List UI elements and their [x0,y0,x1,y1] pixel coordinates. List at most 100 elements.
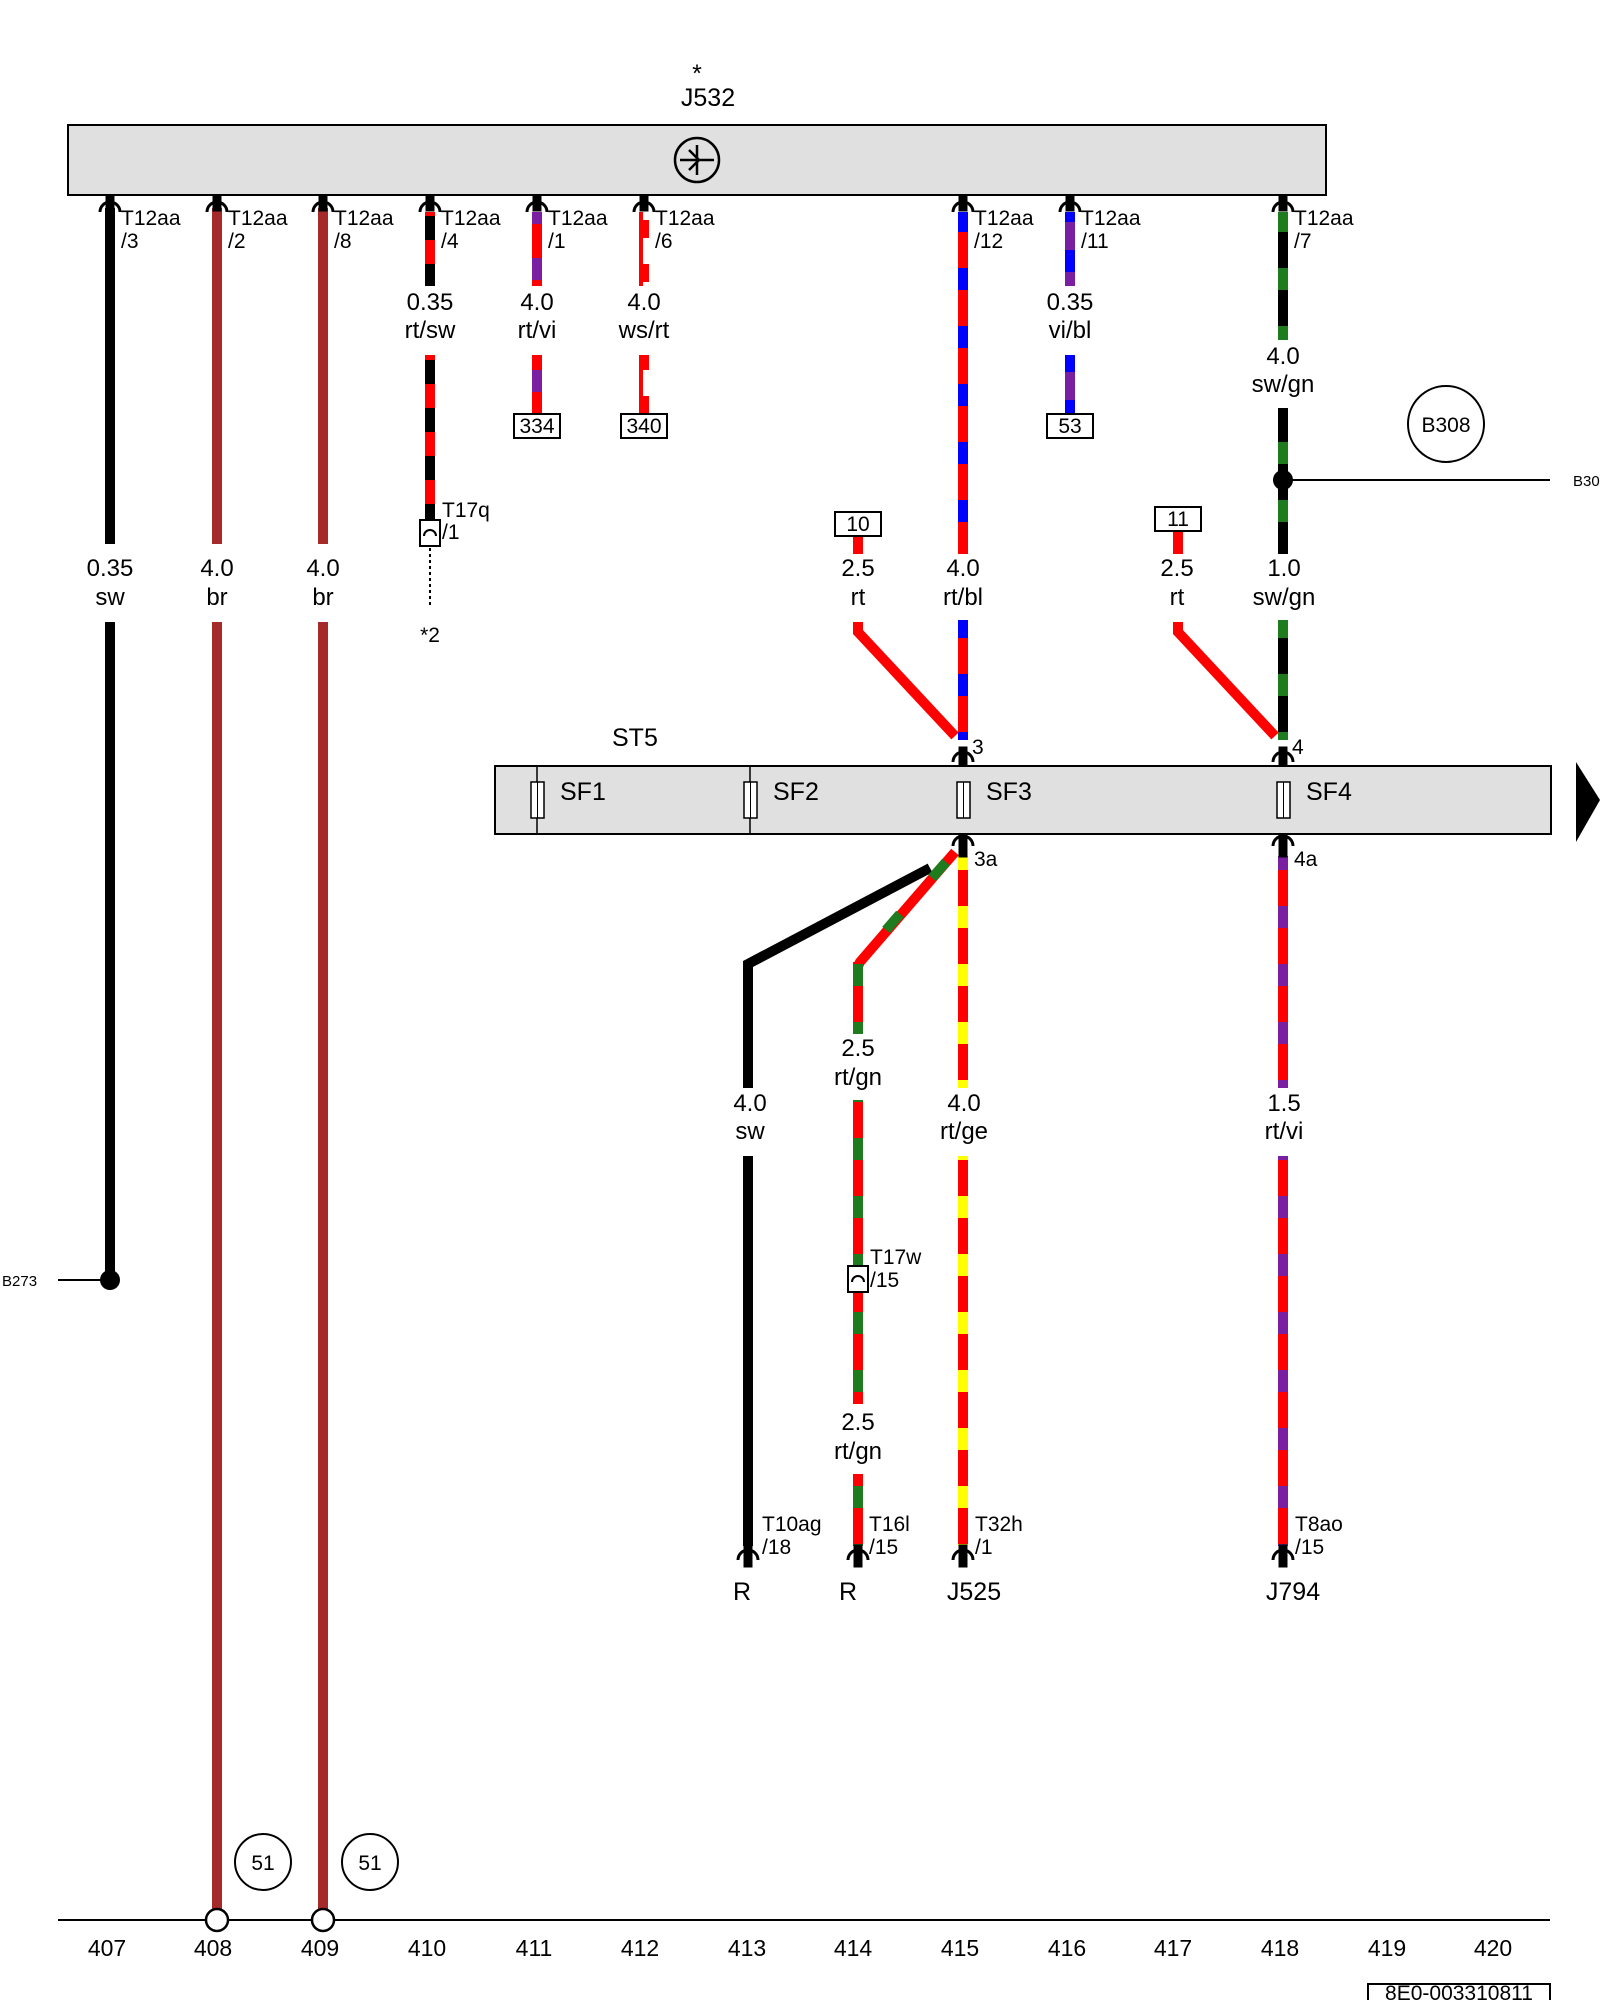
connector-pin: /1 [548,230,566,253]
wire-rt-gn-414-diagonal-stripe [928,858,950,882]
wire-rt-gn-414-b[interactable] [853,1100,863,1404]
wire-color: rt/ge [940,1118,988,1145]
wire-size: 4.0 [627,289,660,316]
pin-symbols-top [98,194,1295,1568]
continuation-arrow-icon [1576,762,1600,842]
t17w-pin: /15 [870,1269,899,1292]
connector-label: T12aa [334,207,394,230]
doc-id-box [1367,1983,1551,2000]
inline-connector-icon [847,1265,869,1293]
pin-icon [418,194,442,213]
wire-vi-bl-416-b[interactable] [1065,355,1075,415]
bottom-connector-t16l[interactable]: T16l /15 R [839,1513,910,1606]
connector-label: T12aa [548,207,608,230]
ref-box-334[interactable]: 334 [513,413,561,439]
wire-rt-ref10-stub[interactable] [853,534,863,554]
t17q-pin: /1 [442,521,460,544]
wire-color: rt [851,584,866,611]
inline-connector-t17w[interactable]: T17w /15 [847,1246,922,1293]
wire-rt-sw-410-b[interactable] [425,355,435,519]
ref-box-label: 334 [519,415,554,438]
wire-rt-bl-415-b[interactable] [958,620,968,740]
wire-rt-vi-411-a[interactable] [532,212,542,286]
b273-label: B273 [2,1273,37,1290]
fuse-sf3[interactable]: SF3 [956,778,1032,819]
wire-size: 0.35 [1047,289,1094,316]
wire-rt-ref11-stub[interactable] [1173,530,1183,554]
ref-box-label: 53 [1058,415,1081,438]
ground-point-51-409[interactable]: 51 [341,1833,399,1891]
wire-rt-bl-415-a[interactable] [958,212,968,554]
fuse-sf1[interactable]: SF1 [530,778,606,819]
ground-point-51-408[interactable]: 51 [234,1833,292,1891]
fuse-sf4[interactable]: SF4 [1276,778,1352,819]
fuse-holder-st5[interactable] [494,765,1552,835]
wire-rt-vi-418-b[interactable] [1278,1156,1288,1546]
fuse-label-sf1: SF1 [560,778,606,806]
wire-size: 2.5 [841,1035,874,1062]
wire-rt-vi-418-a[interactable] [1278,856,1288,1088]
pin-icon [951,746,975,766]
wire-rt-ge-415-a[interactable] [958,856,968,1088]
wire-rt-415-diagonal[interactable] [853,622,959,740]
wire-color: vi/bl [1049,317,1092,344]
connector-label: T12aa [974,207,1034,230]
connector-label: T12aa [121,207,181,230]
connector-label: T10ag [762,1513,822,1536]
wire-vi-bl-416-a[interactable] [1065,212,1075,286]
wire-sw-gn-418-c[interactable] [1278,620,1288,740]
connector-label: T12aa [1081,207,1141,230]
pin-icon [951,1544,975,1568]
position-number: 418 [1261,1935,1299,1961]
pin-icon [1058,194,1082,213]
pin-icon [846,1544,870,1568]
wire-sw-gn-418-a[interactable] [1278,212,1288,340]
wire-rt-sw-410-a[interactable] [425,212,435,286]
ref-box-11[interactable]: 11 [1154,506,1202,532]
bottom-connector-t8ao[interactable]: T8ao /15 J794 [1266,1513,1343,1606]
wire-color: rt/vi [518,317,557,344]
ground-point-b308[interactable]: B308 [1407,385,1485,463]
wire-rt-vi-411-b[interactable] [532,355,542,415]
fuse-label-sf4: SF4 [1306,778,1352,806]
ground-label: 51 [358,1852,381,1875]
ground-label-b308: B308 [1421,414,1470,437]
ref-box-10[interactable]: 10 [834,511,882,537]
wire-sw-413[interactable] [743,863,933,1088]
wire-size: 2.5 [841,555,874,582]
position-numbers: 407 408 409 410 411 412 413 414 415 416 … [88,1935,1512,1961]
wire-color: br [206,584,227,611]
wire-ws-rt-412-a[interactable] [639,212,649,286]
j532-footnote-mark: * [692,60,702,88]
bottom-connector-t32h[interactable]: T32h /1 J525 [947,1513,1023,1606]
st5-pin-4a: 4a [1294,848,1318,871]
wire-color: rt [1170,584,1185,611]
fuse-sf2[interactable]: SF2 [743,778,819,819]
position-number: 417 [1154,1935,1192,1961]
wire-size: 0.35 [407,289,454,316]
j532-label: J532 [681,84,735,112]
wire-color: rt/gn [834,1438,882,1465]
wire-size: 1.5 [1267,1090,1300,1117]
wire-rt-ge-415-b[interactable] [958,1156,968,1546]
pin-icon [1271,834,1295,858]
wire-size: 4.0 [1266,343,1299,370]
wire-ws-rt-412-b[interactable] [639,355,649,415]
bottom-connector-t10ag[interactable]: T10ag /18 R [733,1513,822,1606]
wire-rt-418-diagonal[interactable] [1173,622,1279,740]
wire-color: sw [735,1118,765,1145]
wire-rt-gn-414-diagonal-stripe2 [882,910,904,934]
ref-box-label: 340 [626,415,661,438]
inline-connector-t17q[interactable]: T17q /1 [419,499,490,547]
ref-box-340[interactable]: 340 [620,413,668,439]
ref-box-53[interactable]: 53 [1046,413,1094,439]
wire-color: ws/rt [618,317,670,344]
wire-rt-gn-414-a[interactable] [853,962,863,1034]
connector-pin: /8 [334,230,352,253]
junction-dot-418 [1273,470,1293,490]
connector-target: R [733,1578,751,1606]
b30-label: B30 [1573,473,1600,490]
wire-rt-gn-414-c[interactable] [853,1474,863,1546]
wire-color: rt/gn [834,1064,882,1091]
